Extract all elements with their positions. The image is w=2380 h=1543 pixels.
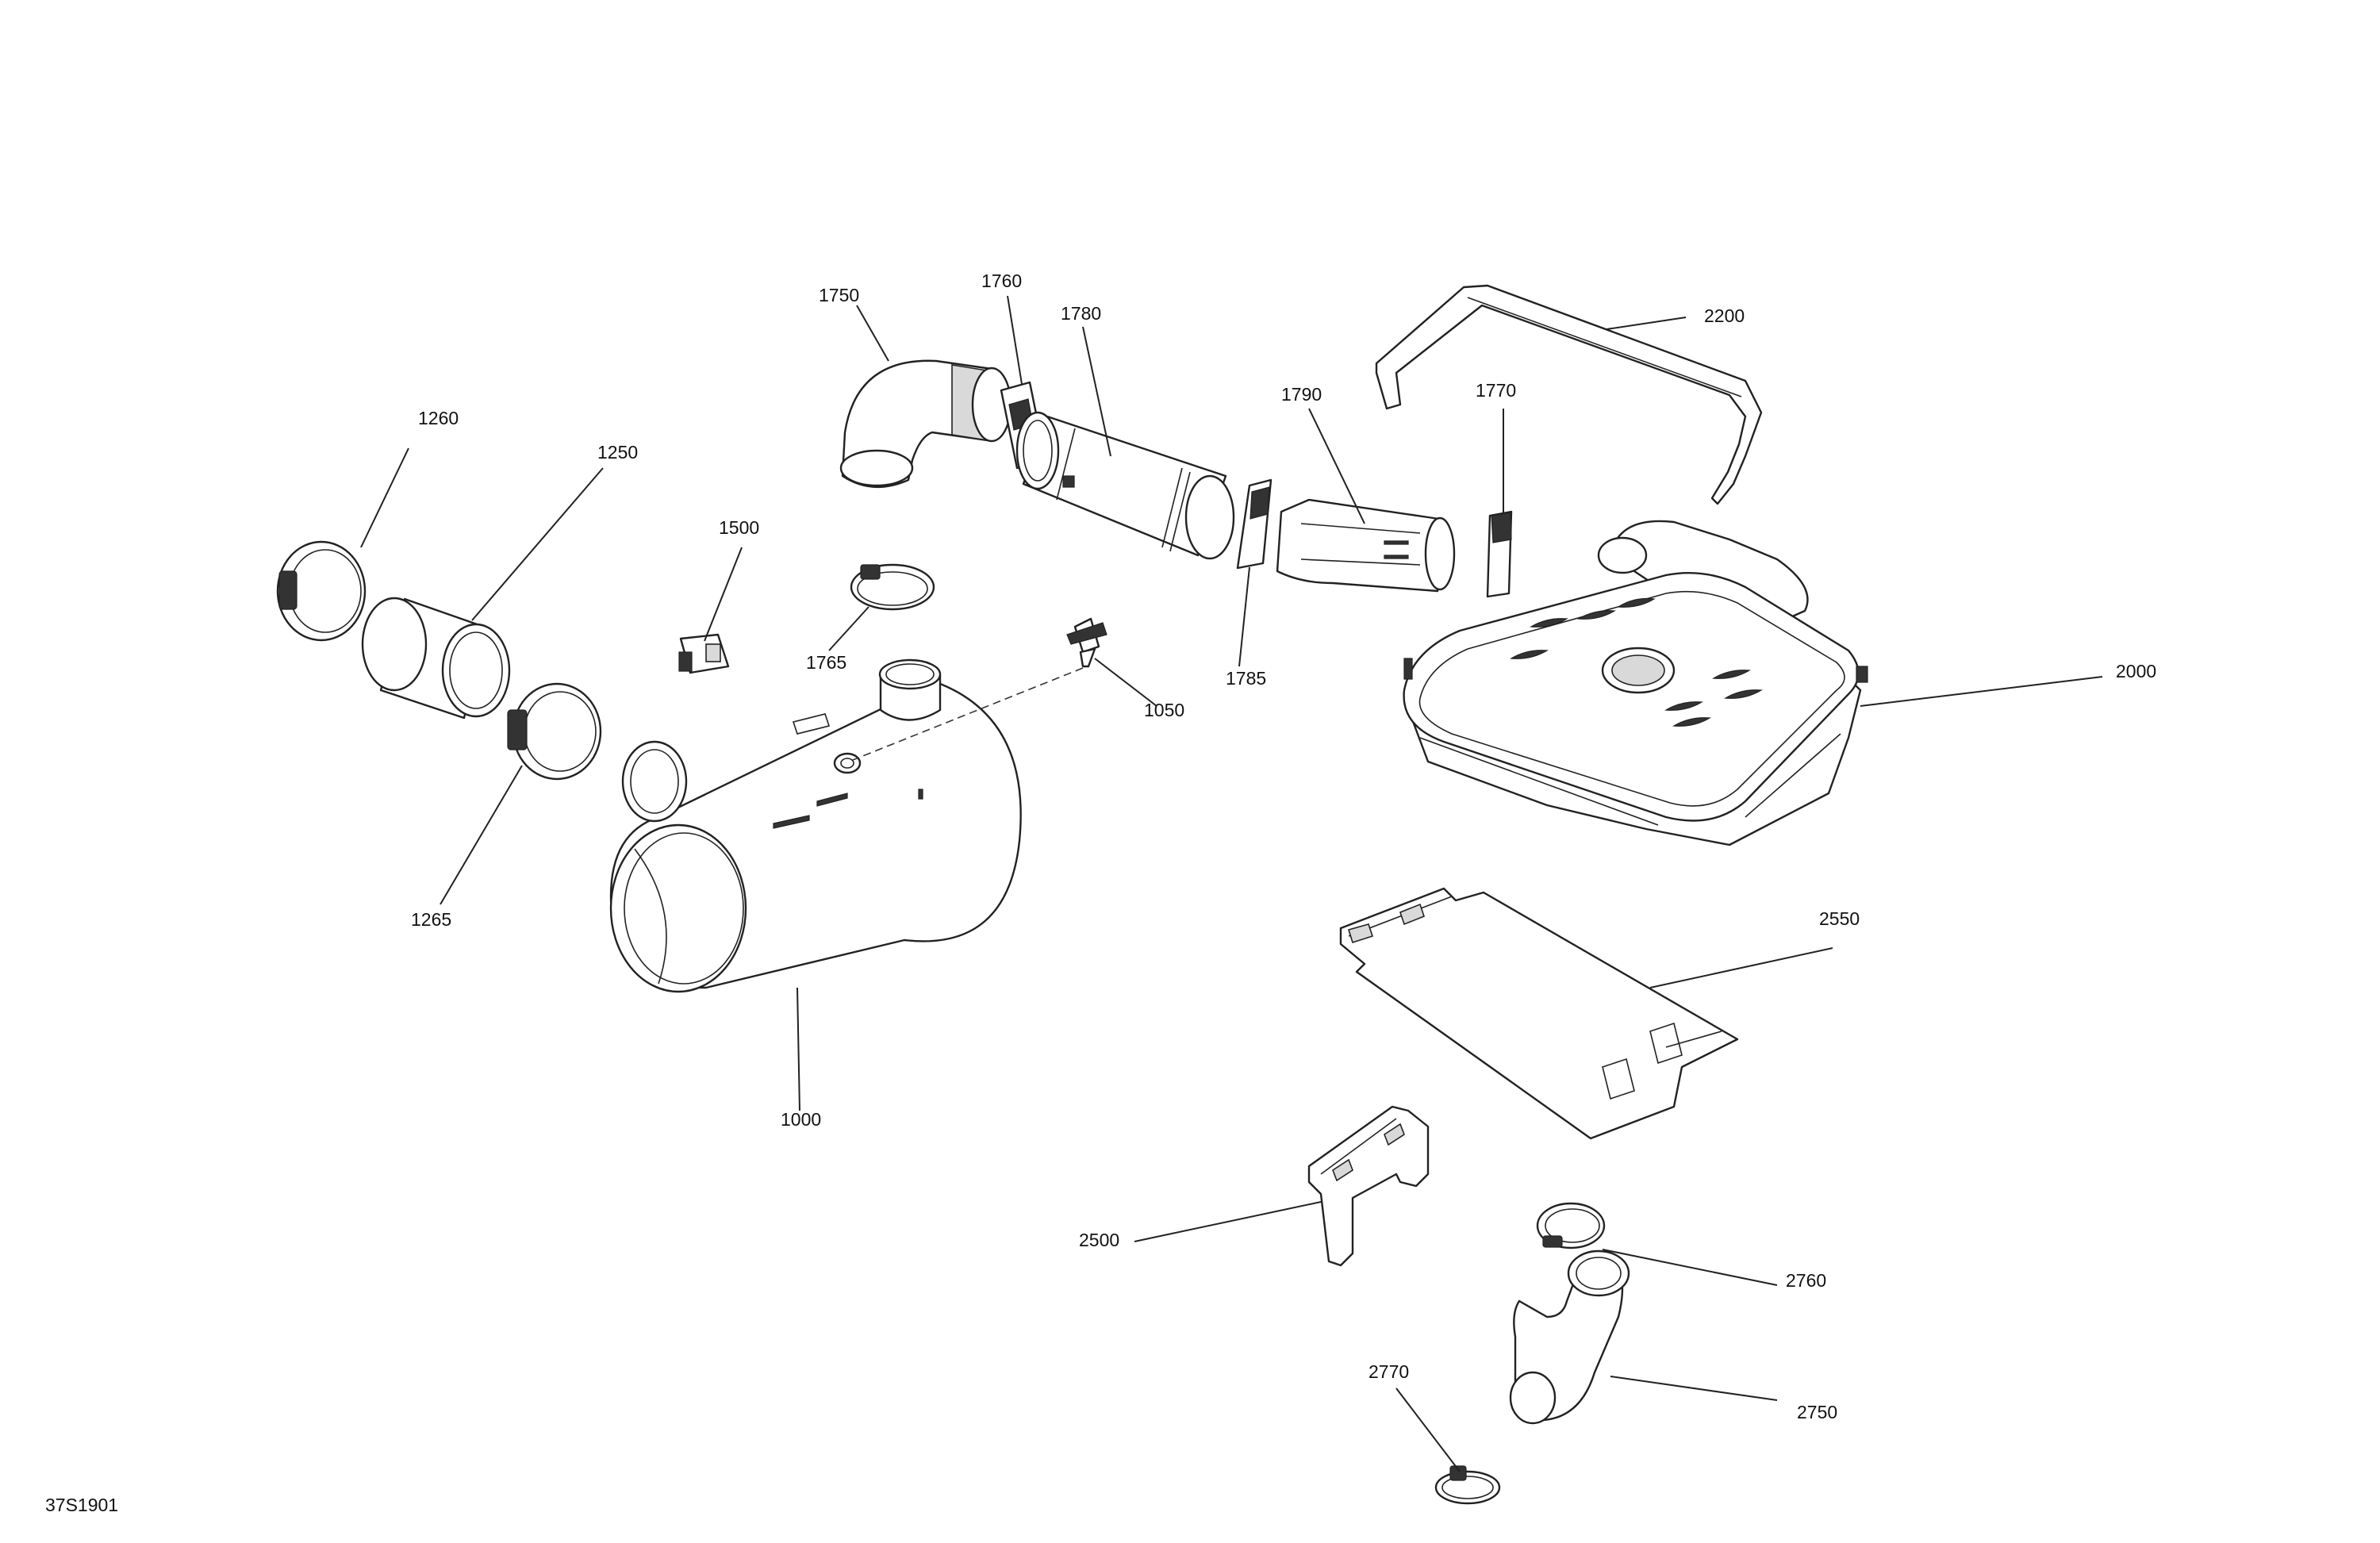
part-2750-elbow[interactable] <box>1509 1249 1630 1425</box>
label-2760: 2760 <box>1786 1270 1826 1291</box>
label-1760: 1760 <box>981 271 1022 291</box>
part-1780-flexpipe[interactable] <box>1015 411 1235 560</box>
drawing-code: 37S1901 <box>45 1495 118 1515</box>
label-2770: 2770 <box>1368 1361 1409 1382</box>
part-2200-strap[interactable] <box>1375 284 1763 505</box>
label-1265: 1265 <box>411 909 451 930</box>
part-2500-bracket[interactable] <box>1307 1105 1430 1267</box>
leader-lines <box>360 295 2103 1472</box>
label-1765: 1765 <box>806 652 846 673</box>
part-1500-connector[interactable] <box>678 633 730 674</box>
part-1000-muffler[interactable] <box>609 658 1022 993</box>
part-1770-clamp[interactable] <box>1486 510 1513 598</box>
part-2000-muffler-box[interactable] <box>1403 520 1868 846</box>
label-2000: 2000 <box>2116 661 2156 681</box>
part-1050-sensor[interactable] <box>852 617 1107 761</box>
label-1250: 1250 <box>597 442 638 463</box>
part-2770-clamp[interactable] <box>1434 1465 1501 1505</box>
callout-labels: 1260 1250 1265 1500 1050 1765 1000 1750 … <box>45 271 2156 1515</box>
label-2550: 2550 <box>1819 908 1860 929</box>
label-1785: 1785 <box>1226 668 1266 689</box>
label-1500: 1500 <box>719 517 759 538</box>
label-1790: 1790 <box>1281 384 1322 405</box>
part-1260-clamp[interactable] <box>276 540 367 642</box>
part-1785-clamp[interactable] <box>1236 478 1273 570</box>
part-2550-heatshield[interactable] <box>1339 887 1739 1140</box>
label-1050: 1050 <box>1144 700 1184 720</box>
label-1260: 1260 <box>418 408 459 428</box>
label-2750: 2750 <box>1797 1402 1837 1422</box>
part-1250-sleeve[interactable] <box>361 597 511 720</box>
label-2200: 2200 <box>1704 305 1745 326</box>
label-1770: 1770 <box>1476 380 1516 401</box>
part-1750-elbow[interactable] <box>839 359 1012 488</box>
part-1265-clamp[interactable] <box>507 682 602 781</box>
part-1765-clamp[interactable] <box>850 563 935 611</box>
part-2760-clamp[interactable] <box>1536 1202 1606 1249</box>
part-1790-bentpipe[interactable] <box>1276 498 1456 593</box>
label-2500: 2500 <box>1079 1230 1119 1250</box>
label-1780: 1780 <box>1061 303 1101 324</box>
label-1750: 1750 <box>819 285 859 305</box>
label-1000: 1000 <box>781 1109 821 1130</box>
